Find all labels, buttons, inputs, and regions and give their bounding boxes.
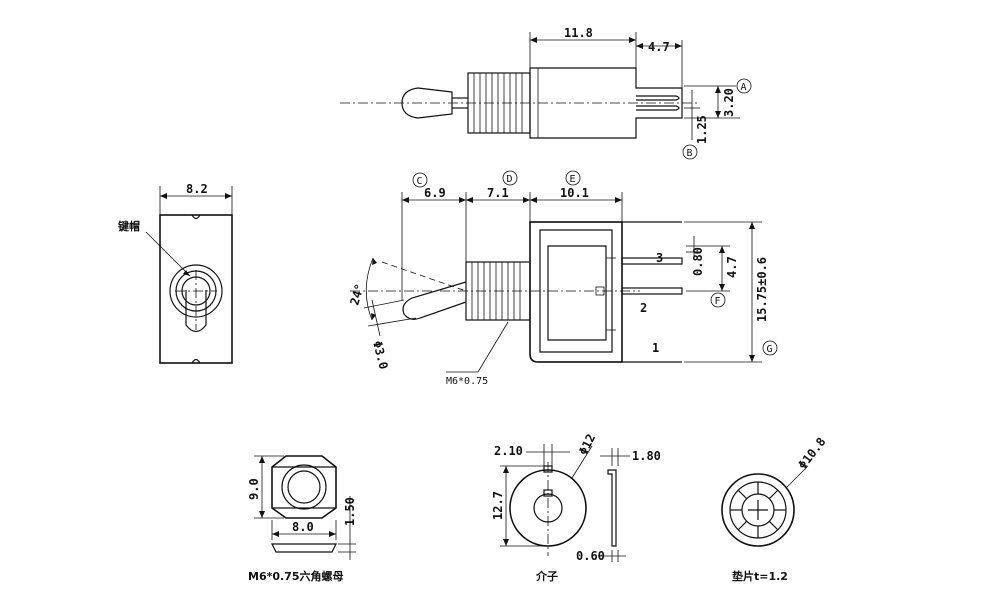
switch-frame — [529, 221, 623, 363]
lock-washer-teeth — [730, 482, 786, 538]
dim-nut-width: 8.0 — [292, 520, 314, 534]
pin-2-label: 2 — [640, 301, 647, 315]
dim-bushing-length: 7.1 — [487, 186, 509, 200]
dim-nut-thickness: 1.50 — [343, 497, 357, 526]
lever-knob — [401, 87, 453, 119]
dim-key-width: 2.10 — [494, 444, 523, 458]
ref-b-marker — [682, 144, 698, 160]
lock-washer-caption: 垫片t=1.2 — [732, 569, 788, 583]
lock-washer-outer — [721, 473, 795, 547]
front-plate — [159, 214, 233, 364]
dim-lever-length: 6.9 — [424, 186, 446, 200]
cap-label: 键帽 — [117, 219, 140, 233]
side-view: C D E 6.9 7.1 10.1 24° Φ3.0 — [347, 170, 778, 387]
switch-housing — [547, 245, 607, 341]
bushing-ring-outer — [169, 264, 223, 318]
svg-text:F: F — [715, 296, 721, 307]
dim-nut-height: 9.0 — [247, 478, 261, 500]
dim-lever-diameter: Φ3.0 — [370, 339, 391, 370]
pin-3-label: 3 — [656, 251, 663, 265]
dim-angle: 24° — [347, 282, 366, 307]
dim-terminal-thickness: 0.80 — [691, 247, 705, 276]
dim-terminal-pitch: 4.7 — [725, 256, 739, 278]
dim-body-length: 10.1 — [560, 186, 589, 200]
tab-washer-caption: 介子 — [535, 569, 558, 583]
bushing-threads — [473, 73, 523, 133]
dim-pitch: 3.20 — [722, 88, 736, 117]
terminal-top-b — [636, 105, 680, 111]
ref-d-marker — [502, 170, 518, 186]
dim-front-width: 8.2 — [186, 182, 208, 196]
svg-text:C: C — [417, 176, 423, 187]
front-lever — [185, 290, 207, 333]
terminal-top-a — [636, 95, 680, 101]
front-view: 8.2 键帽 — [117, 182, 233, 364]
svg-text:D: D — [507, 174, 513, 185]
svg-text:E: E — [570, 174, 576, 185]
dim-terminal-width: 1.25 — [695, 115, 709, 144]
dim-terminal-length: 4.7 — [648, 40, 670, 54]
lock-washer-view: Φ10.8 垫片t=1.2 — [721, 435, 829, 583]
pin-1-label: 1 — [652, 341, 659, 355]
hex-nut-view: 9.0 8.0 1.50 M6*0.75六角螺母 — [247, 455, 357, 583]
dim-washer-height: 12.7 — [491, 491, 505, 520]
side-lever — [402, 281, 467, 320]
thread-label: M6*0.75 — [446, 376, 488, 387]
top-view: 11.8 4.7 A 3.20 1.25 B — [340, 26, 752, 160]
ref-c-marker — [412, 172, 428, 188]
side-bushing-threads — [471, 262, 521, 320]
ref-g-marker — [762, 340, 778, 356]
svg-text:A: A — [741, 82, 747, 93]
ref-e-marker — [565, 170, 581, 186]
hex-nut-profile — [271, 543, 337, 553]
ref-a-marker — [736, 78, 752, 94]
svg-text:G: G — [767, 344, 773, 355]
dim-tab-length: 1.80 — [632, 449, 661, 463]
dim-washer-od: Φ12 — [576, 432, 598, 458]
svg-text:B: B — [687, 148, 693, 159]
terminal-3 — [621, 257, 683, 265]
tab-washer-profile — [607, 469, 617, 547]
dim-overall-height: 15.75±0.6 — [755, 257, 769, 322]
dim-lock-washer-od: Φ10.8 — [795, 435, 828, 472]
hex-nut-caption: M6*0.75六角螺母 — [248, 569, 344, 583]
dim-body-width: 11.8 — [564, 26, 593, 40]
switch-body-top — [529, 67, 683, 139]
dim-washer-thickness: 0.60 — [576, 549, 605, 563]
ref-f-marker — [710, 292, 726, 308]
tab-washer-view: 2.10 Φ12 12.7 1.80 0.60 介子 — [491, 432, 661, 583]
terminal-2 — [621, 287, 683, 295]
